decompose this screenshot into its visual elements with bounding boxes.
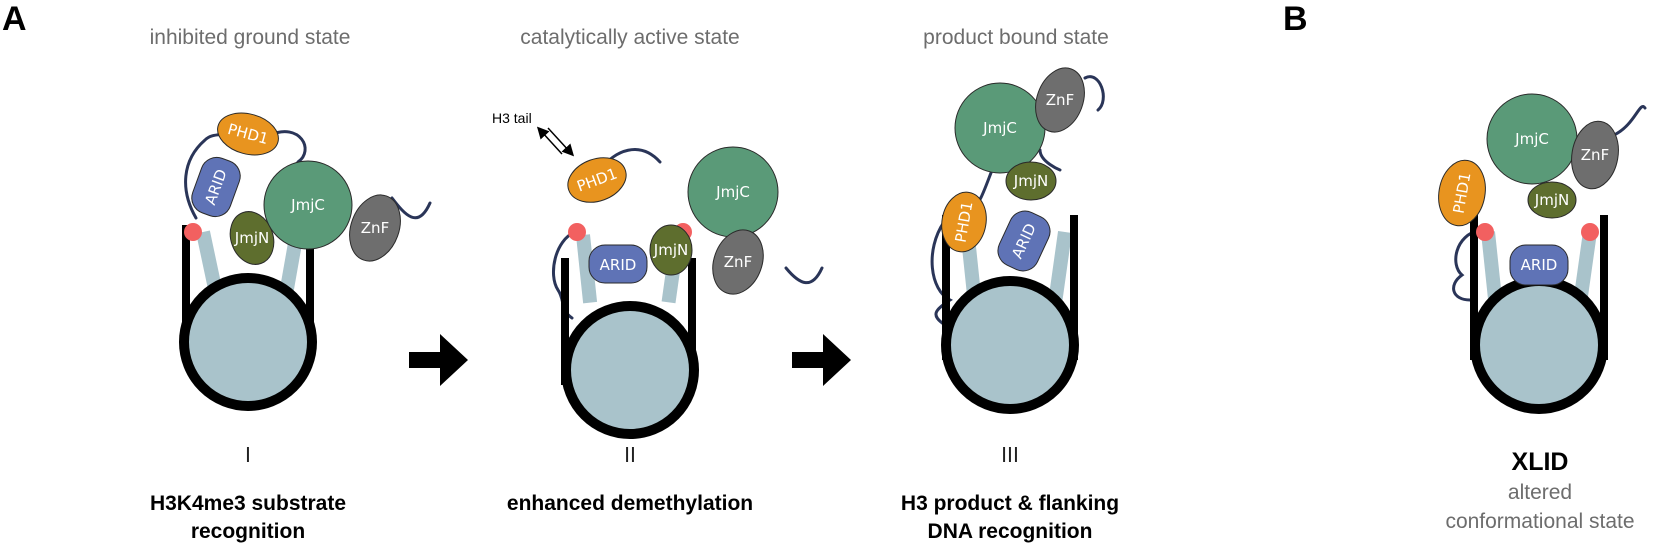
xlid-title: XLID — [1512, 448, 1569, 476]
jmjn-label: JmjN — [1013, 172, 1048, 190]
linker-tail — [1452, 228, 1482, 302]
caption-2-line-1: enhanced demethylation — [507, 492, 753, 515]
jmjn-domain — [1527, 181, 1577, 219]
arid-domain — [997, 210, 1051, 272]
caption-1-line-2: recognition — [191, 520, 305, 543]
arid-label: ARID — [600, 256, 637, 274]
linker-tail — [1083, 75, 1105, 112]
h3-tail-label: H3 tail — [492, 110, 532, 126]
panel-letter-a: A — [2, 0, 27, 38]
phd1-domain — [217, 112, 279, 156]
jmjn-label: JmjN — [234, 229, 269, 247]
znf-domain — [349, 194, 401, 262]
znf-label: ZnF — [1581, 146, 1609, 164]
jmjn-label: JmjN — [1534, 191, 1569, 209]
arid-domain — [1509, 244, 1569, 286]
nucleosome-core — [179, 273, 317, 411]
methyl-mark — [1581, 223, 1599, 241]
jmjc-label: JmjC — [982, 119, 1017, 137]
state-2-diagram: JmjN ARID JmjC ZnF PHD1 H3 tail — [492, 110, 824, 439]
jmjc-label: JmjC — [1514, 130, 1549, 148]
tail-rod — [576, 234, 598, 304]
methyl-mark — [1476, 223, 1494, 241]
arid-domain — [191, 156, 241, 218]
stage-numeral-1: I — [245, 443, 251, 467]
caption-3-line-1: H3 product & flanking — [901, 492, 1119, 515]
arid-domain — [588, 244, 648, 284]
tail-rod — [1573, 231, 1597, 305]
phd1-domain — [941, 191, 987, 253]
jmjn-domain — [649, 224, 693, 276]
equilibrium-arrow — [547, 127, 575, 157]
state-title-3: product bound state — [923, 26, 1109, 49]
linker-tail — [1612, 104, 1647, 137]
transition-arrow — [792, 334, 851, 386]
jmjn-label: JmjN — [653, 241, 688, 259]
methyl-mark — [568, 223, 586, 241]
state-1-diagram: JmjN JmjC ZnF ARID PHD1 — [179, 112, 432, 411]
tail-rod — [1047, 231, 1072, 307]
linker-tail — [784, 266, 824, 285]
linker-tail — [1038, 148, 1062, 172]
equilibrium-arrow — [536, 126, 563, 155]
jmjc-label: JmjC — [715, 183, 750, 201]
transition-arrow — [409, 334, 468, 386]
stage-numeral-2: II — [624, 443, 636, 467]
caption-1-line-1: H3K4me3 substrate — [150, 492, 346, 515]
caption-3-line-2: DNA recognition — [928, 520, 1093, 543]
jmjc-domain — [263, 160, 353, 250]
methyl-mark — [184, 223, 202, 241]
phd1-domain — [1438, 159, 1486, 227]
xlid-subtitle-line-1: altered — [1508, 481, 1572, 504]
nucleosome-core — [1470, 276, 1608, 414]
stage-numeral-3: III — [1001, 443, 1019, 467]
tail-rod — [1481, 231, 1503, 305]
znf-label: ZnF — [361, 219, 389, 237]
znf-label: ZnF — [724, 253, 752, 271]
nucleosome-core — [941, 276, 1079, 414]
xlid-diagram: JmjC ZnF JmjN ARID PHD1 — [1438, 93, 1647, 414]
znf-domain — [1571, 120, 1619, 190]
nucleosome-core — [561, 301, 699, 439]
znf-domain — [712, 229, 764, 295]
jmjn-domain — [229, 211, 275, 265]
xlid-subtitle-line-2: conformational state — [1445, 510, 1634, 533]
jmjc-label: JmjC — [290, 196, 325, 214]
znf-label: ZnF — [1046, 91, 1074, 109]
panel-letter-b: B — [1283, 0, 1308, 38]
phd1-domain — [567, 157, 627, 203]
tail-rod — [196, 230, 222, 291]
state-3-diagram: JmjC ZnF JmjN PHD1 ARID — [930, 67, 1105, 414]
state-title-2: catalytically active state — [520, 26, 739, 49]
znf-domain — [1035, 67, 1085, 133]
jmjn-domain — [1005, 161, 1057, 201]
linker-tail — [268, 130, 307, 164]
arid-label: ARID — [1521, 256, 1558, 274]
state-title-1: inhibited ground state — [150, 26, 351, 49]
